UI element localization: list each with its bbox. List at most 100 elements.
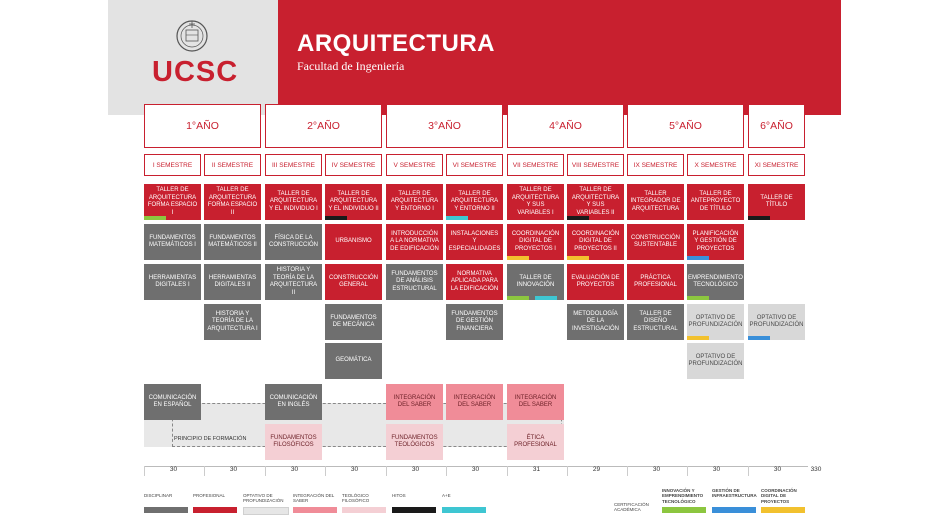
general-course-card[interactable]: Comunicación en Inglés bbox=[265, 384, 322, 420]
legend-label: Optativo de Profundización bbox=[243, 493, 284, 504]
course-card[interactable]: Construcción General bbox=[325, 264, 382, 300]
certification-label: Gestión de Infraestructura bbox=[712, 488, 757, 499]
semester-header: III SEMESTRE bbox=[265, 154, 322, 176]
course-card[interactable]: Construcción Sustentable bbox=[627, 224, 684, 260]
legend-label: Profesional bbox=[193, 493, 226, 498]
course-card[interactable]: Fundamentos de Análisis Estructural bbox=[386, 264, 443, 300]
general-course-card[interactable]: Integración del Saber bbox=[507, 384, 564, 420]
certification-title: Certificación Académica bbox=[614, 502, 649, 513]
course-card[interactable]: Planificación y Gestión de Proyectos bbox=[687, 224, 744, 260]
certification-mark bbox=[687, 336, 709, 340]
certification-mark bbox=[687, 256, 709, 260]
legend-label: Teológico Filosófico bbox=[342, 493, 370, 504]
semester-credits: 30 bbox=[687, 466, 745, 476]
hito-mark bbox=[748, 216, 770, 220]
course-card[interactable]: Taller de Arquitectura Forma Espacio I bbox=[144, 184, 201, 220]
course-card[interactable]: Herramientas Digitales I bbox=[144, 264, 201, 300]
semester-credits: 30 bbox=[748, 466, 806, 476]
semester-credits: 30 bbox=[204, 466, 262, 476]
certification-mark bbox=[748, 336, 770, 340]
course-card[interactable]: Coordinación Digital de Proyectos I bbox=[507, 224, 564, 260]
legend-label: A+E bbox=[442, 493, 451, 498]
course-card[interactable]: Optativo de Profundización bbox=[687, 304, 744, 340]
general-course-card[interactable]: Fundamentos Teológicos bbox=[386, 424, 443, 460]
legend-swatch bbox=[392, 507, 436, 513]
course-card[interactable]: Taller de Arquitectura y sus Variables I bbox=[507, 184, 564, 220]
legend-swatch bbox=[342, 507, 386, 513]
legend-swatch bbox=[144, 507, 188, 513]
course-card[interactable]: Historia y Teoría de la Arquitectura I bbox=[204, 304, 261, 340]
course-card[interactable]: Taller de Título bbox=[748, 184, 805, 220]
semester-header: VII SEMESTRE bbox=[507, 154, 564, 176]
general-course-card[interactable]: Integración del Saber bbox=[386, 384, 443, 420]
course-card[interactable]: Optativo de Profundización bbox=[687, 343, 744, 379]
course-card[interactable]: Fundamentos Matemáticos II bbox=[204, 224, 261, 260]
course-card[interactable]: Optativo de Profundización bbox=[748, 304, 805, 340]
legend-swatch bbox=[293, 507, 337, 513]
course-card[interactable]: Emprendimiento Tecnológico bbox=[687, 264, 744, 300]
legend-label: Integración del Saber bbox=[293, 493, 335, 504]
year-header: 4°AÑO bbox=[507, 104, 624, 148]
course-card[interactable]: Fundamentos Matemáticos I bbox=[144, 224, 201, 260]
semester-header: I SEMESTRE bbox=[144, 154, 201, 176]
ae-mark bbox=[535, 296, 557, 300]
course-card[interactable]: Instalaciones y Especialidades bbox=[446, 224, 503, 260]
course-card[interactable]: Taller de Diseño Estructural bbox=[627, 304, 684, 340]
course-card[interactable]: Taller de Arquitectura y sus Variables I… bbox=[567, 184, 624, 220]
course-card[interactable]: Fundamentos de Mecánica bbox=[325, 304, 382, 340]
course-card[interactable]: Taller de Arquitectura y el Individuo II bbox=[325, 184, 382, 220]
semester-header: X SEMESTRE bbox=[687, 154, 744, 176]
general-course-card[interactable]: Fundamentos Filosóficos bbox=[265, 424, 322, 460]
course-card[interactable]: Física de la Construcción bbox=[265, 224, 322, 260]
certification-swatch bbox=[761, 507, 805, 513]
course-card[interactable]: Taller Integrador de Arquitectura bbox=[627, 184, 684, 220]
course-card[interactable]: Evaluación de Proyectos bbox=[567, 264, 624, 300]
page-subtitle: Facultad de Ingeniería bbox=[297, 59, 405, 73]
semester-credits: 30 bbox=[144, 466, 202, 476]
certification-swatch bbox=[712, 507, 756, 513]
university-logo-text: UCSC bbox=[152, 56, 239, 88]
course-card[interactable]: Geomática bbox=[325, 343, 382, 379]
legend-label: Hitos bbox=[392, 493, 406, 498]
principio-formacion-label: Principio de Formación bbox=[174, 436, 247, 442]
general-course-card[interactable]: Comunicación en Español bbox=[144, 384, 201, 420]
legend-label: Disciplinar bbox=[144, 493, 173, 498]
semester-credits: 30 bbox=[265, 466, 323, 476]
semester-credits: 29 bbox=[567, 466, 625, 476]
year-header: 3°AÑO bbox=[386, 104, 503, 148]
semester-header: II SEMESTRE bbox=[204, 154, 261, 176]
course-card[interactable]: Metodología de la Investigación bbox=[567, 304, 624, 340]
certification-mark bbox=[687, 296, 709, 300]
general-course-card[interactable]: Ética Profesional bbox=[507, 424, 564, 460]
logo-panel bbox=[108, 0, 278, 115]
course-card[interactable]: Herramientas Digitales II bbox=[204, 264, 261, 300]
course-card[interactable]: Taller de Arquitectura Forma Espacio II bbox=[204, 184, 261, 220]
hito-mark bbox=[567, 216, 589, 220]
course-card[interactable]: Introducción a la Normativa de Edificaci… bbox=[386, 224, 443, 260]
year-header: 1°AÑO bbox=[144, 104, 261, 148]
course-card[interactable]: Taller de Arquitectura y Entorno I bbox=[386, 184, 443, 220]
course-card[interactable]: Coordinación Digital de Proyectos II bbox=[567, 224, 624, 260]
course-card[interactable]: Taller de Arquitectura y Entorno II bbox=[446, 184, 503, 220]
certification-label: Innovación y Emprendimiento Tecnológico bbox=[662, 488, 704, 504]
header-banner bbox=[278, 0, 841, 115]
legend-swatch bbox=[193, 507, 237, 513]
course-card[interactable]: Normativa Aplicada para la Edificación bbox=[446, 264, 503, 300]
semester-credits: 31 bbox=[507, 466, 565, 476]
course-card[interactable]: Urbanismo bbox=[325, 224, 382, 260]
course-card[interactable]: Taller de Anteproyecto de Título bbox=[687, 184, 744, 220]
semester-header: IV SEMESTRE bbox=[325, 154, 382, 176]
course-card[interactable]: Taller de Innovación bbox=[507, 264, 564, 300]
certification-label: Coordinación Digital de Proyectos bbox=[761, 488, 797, 504]
course-card[interactable]: Taller de Arquitectura y el Individuo I bbox=[265, 184, 322, 220]
course-card[interactable]: Fundamentos de Gestión Financiera bbox=[446, 304, 503, 340]
semester-credits: 30 bbox=[325, 466, 383, 476]
course-card[interactable]: Práctica Profesional bbox=[627, 264, 684, 300]
general-course-card[interactable]: Integración del Saber bbox=[446, 384, 503, 420]
course-card[interactable]: Historia y Teoría de la Arquitectura II bbox=[265, 264, 322, 300]
semester-header: VIII SEMESTRE bbox=[567, 154, 624, 176]
certification-mark bbox=[507, 296, 529, 300]
semester-header: VI SEMESTRE bbox=[446, 154, 503, 176]
certification-mark bbox=[507, 256, 529, 260]
hito-mark bbox=[325, 216, 347, 220]
